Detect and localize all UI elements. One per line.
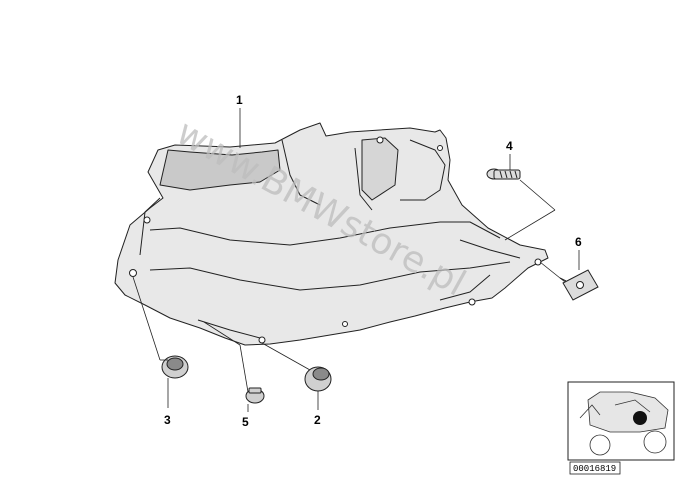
grommet-part-3: [161, 355, 189, 379]
callout-1: 1: [236, 93, 243, 107]
callout-3: 3: [164, 413, 171, 427]
location-marker: [633, 411, 647, 425]
callout-2: 2: [314, 413, 321, 427]
thumbnail-part-number: 00016819: [573, 464, 616, 474]
fairing-panel: [114, 122, 549, 346]
rivet-part-5: [245, 387, 265, 404]
callout-5: 5: [242, 415, 249, 429]
grommet-part-2: [304, 366, 332, 392]
screw-part-4: [486, 168, 521, 180]
motorcycle-thumbnail: 00016819: [567, 381, 675, 475]
callout-4: 4: [506, 139, 513, 153]
callout-6: 6: [575, 235, 582, 249]
leader-lines: [132, 108, 580, 412]
clip-nut-part-6: [559, 269, 599, 301]
